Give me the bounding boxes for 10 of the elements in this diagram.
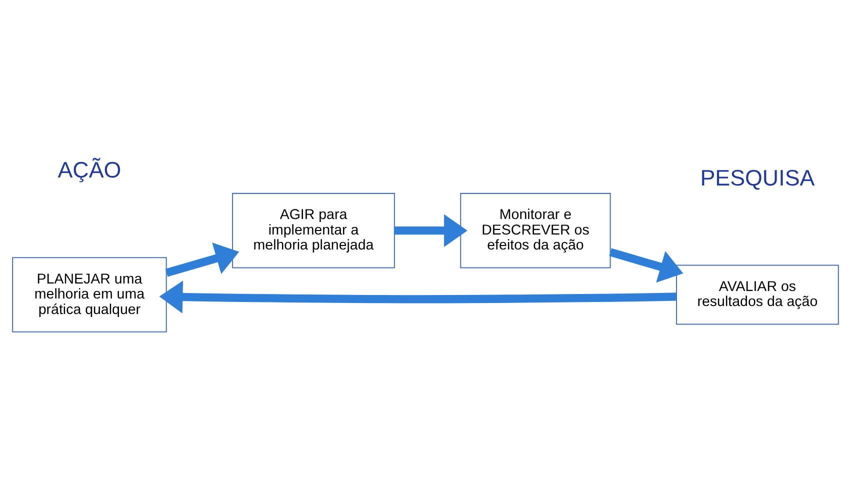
label: PESQUISA [700,165,815,190]
arrow [165,242,240,277]
arrow [159,280,677,314]
label: AÇÃO [58,157,122,182]
node-box: AGIR para implementar a melhoria planejada [232,192,395,268]
node-box: AVALIAR os resultados da ação [676,264,839,325]
node-box: PLANEJAR uma melhoria em uma prática qualquer [12,257,167,332]
arrow [394,214,468,247]
node-box: Monitorar e DESCREVER os efeitos da ação [460,192,611,268]
arrow [609,248,684,283]
